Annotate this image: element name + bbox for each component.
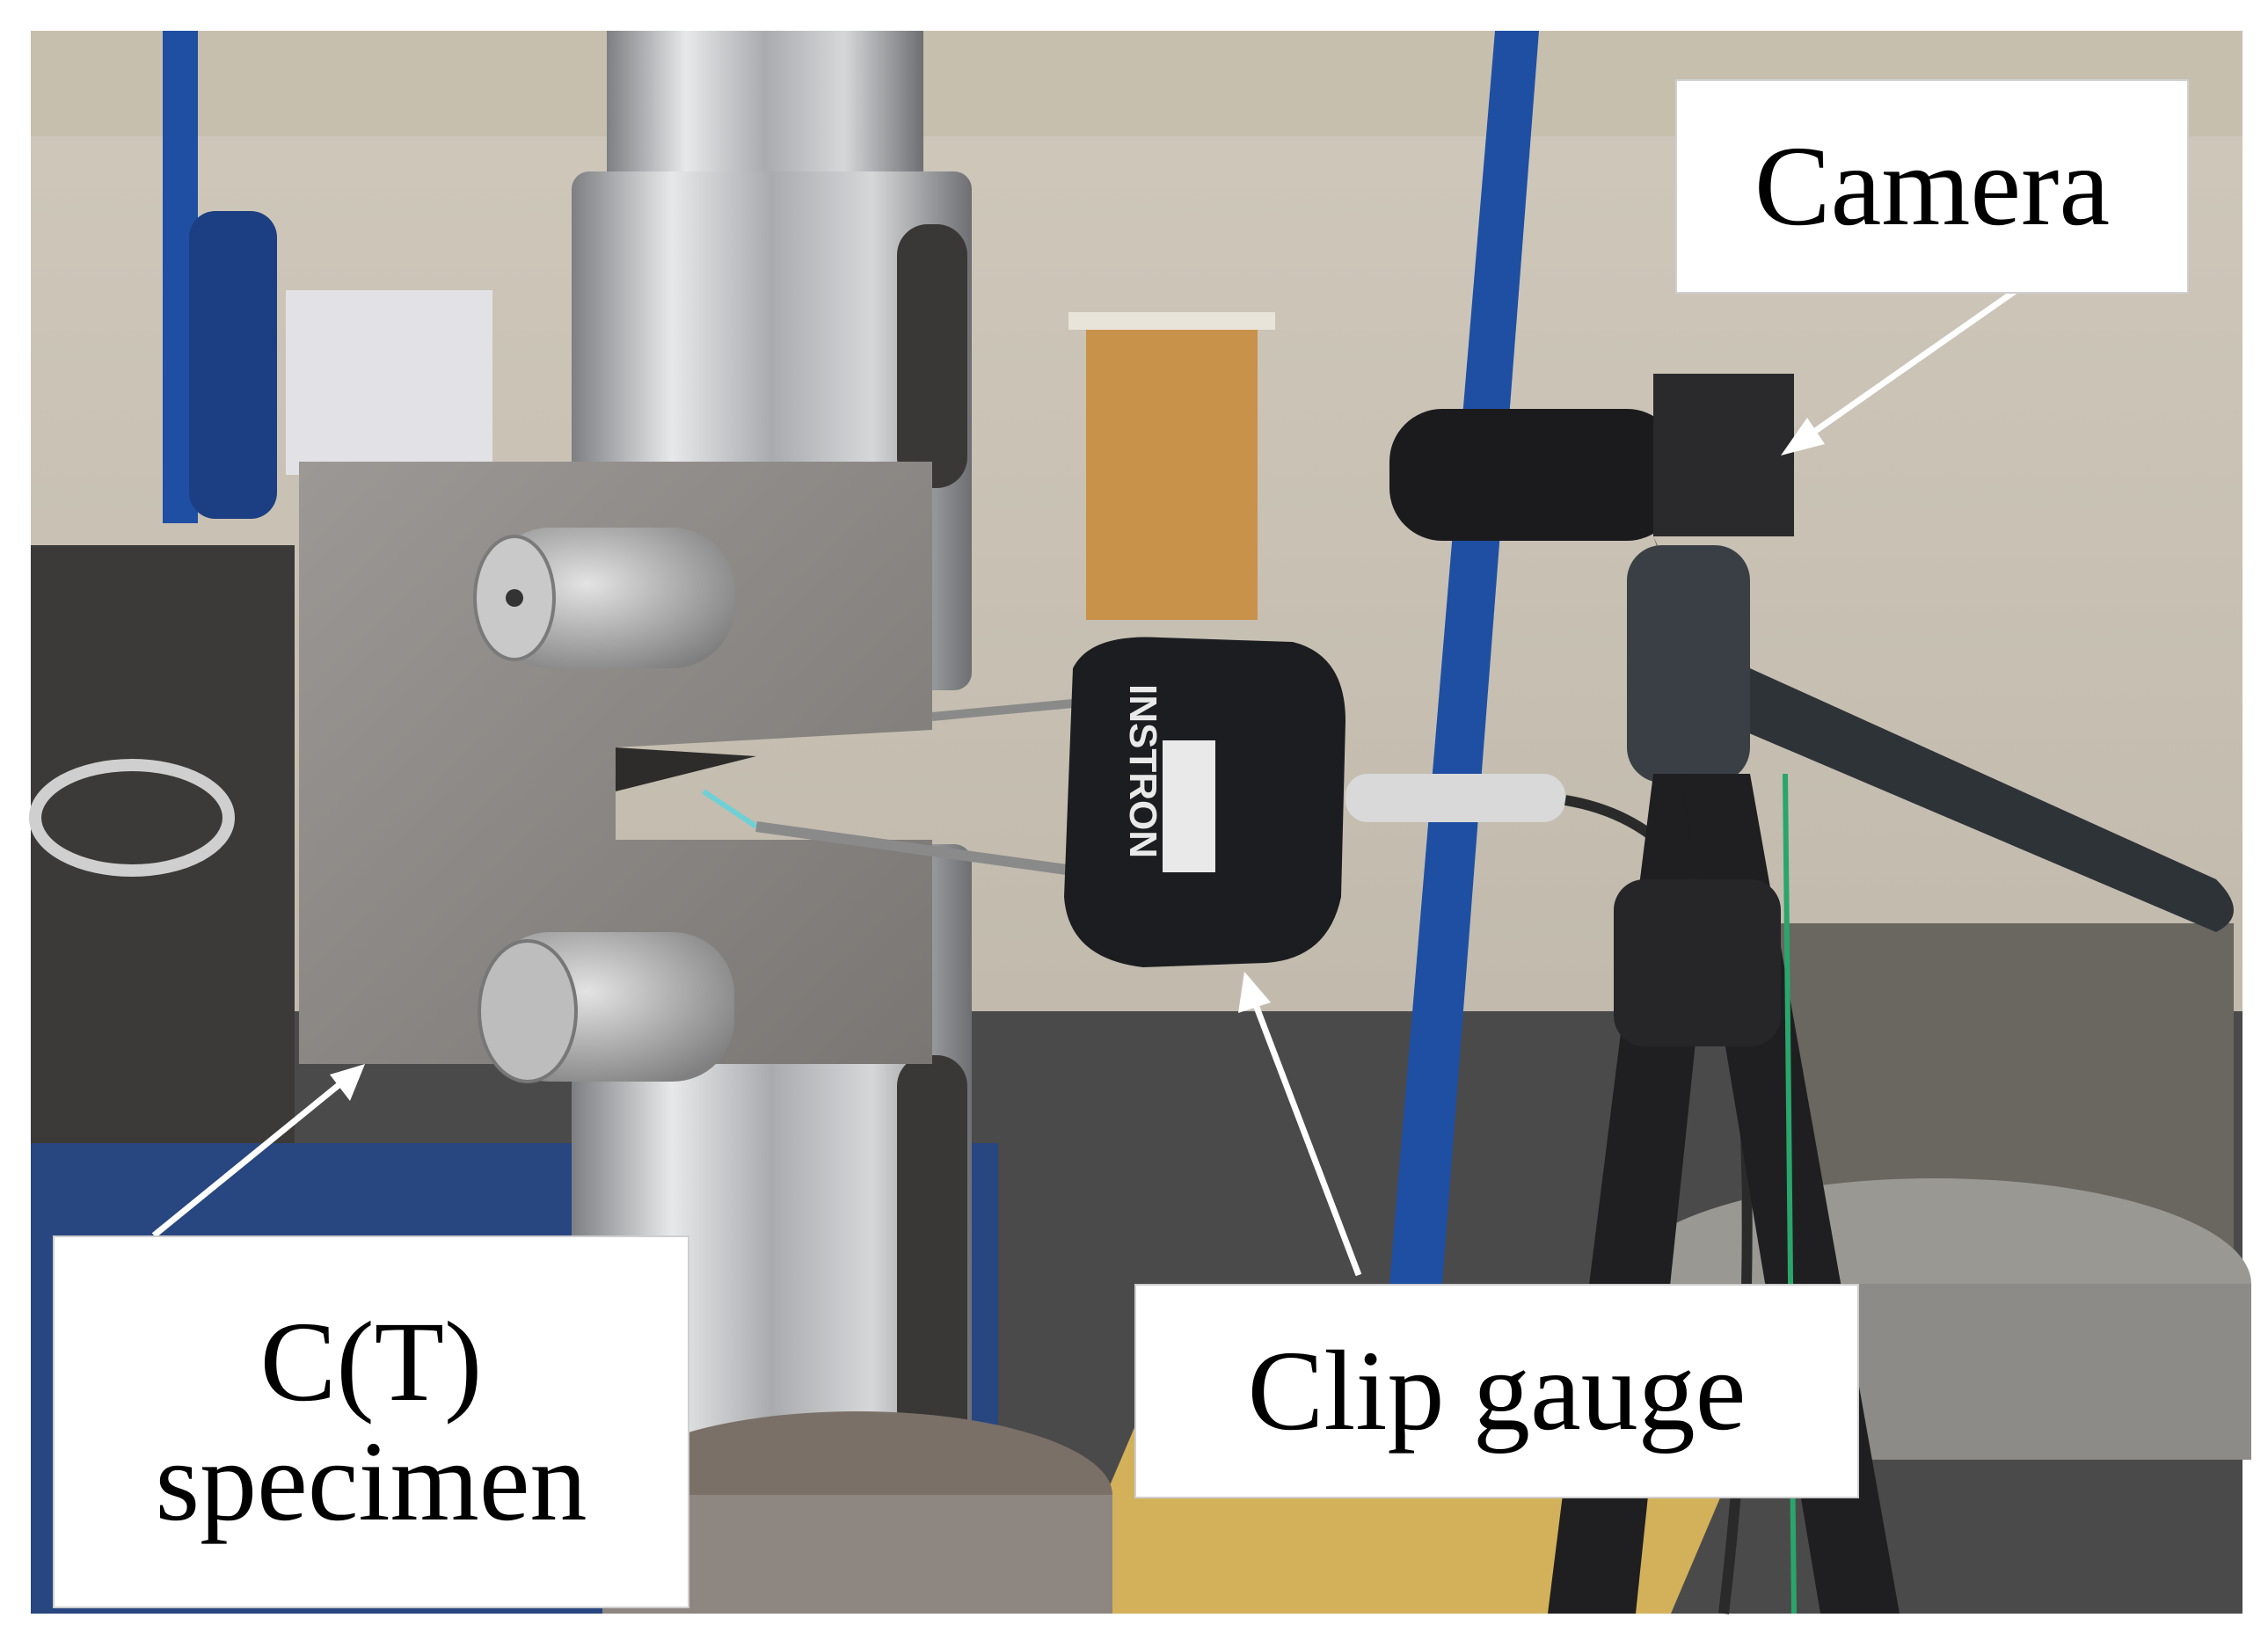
notice-board [286,290,492,475]
instron-logo [1163,740,1215,872]
gauge-cable-connector [1345,774,1565,822]
clip-gauge-arm-lower [755,821,1074,876]
clip-gauge-arm-upper [931,699,1074,721]
clip-gauge-label-text: Clip gauge [1247,1327,1747,1454]
ct-specimen-label-line2: specimen [155,1418,587,1545]
lower-pin-face [478,939,578,1083]
ct-specimen-label-line1: C(T) [259,1298,483,1425]
tripod-handle [1653,536,2234,932]
blue-cylinder [189,211,277,519]
tripod-head [1627,545,1750,783]
camera-label-text: Camera [1754,122,2111,250]
upper-clevis-slot [897,224,967,488]
left-machinery [31,545,295,1143]
camera-lens [1389,409,1680,541]
arrow-camera [1781,283,2025,455]
camera-body [1653,374,1794,536]
ct-specimen-label: C(T) specimen [53,1235,689,1608]
arrow-specimen [151,1064,365,1238]
blue-frame-right [1389,31,1539,1284]
crack-tip-highlight [702,789,758,829]
upper-pin-hole [506,589,523,607]
clip-gauge-label: Clip gauge [1134,1284,1859,1498]
specimen-notch [616,747,756,791]
door [1086,330,1258,620]
lower-clevis-slot [897,1055,967,1451]
upper-pin [488,528,734,668]
tripod-center [1614,879,1781,1046]
door-frame [1068,312,1275,330]
upper-shaft [607,31,923,180]
camera-label: Camera [1675,79,2189,294]
instron-brand-text: INSTRON [1121,684,1164,858]
coiled-cable [29,759,235,877]
arrow-clip-gauge [1238,972,1362,1277]
